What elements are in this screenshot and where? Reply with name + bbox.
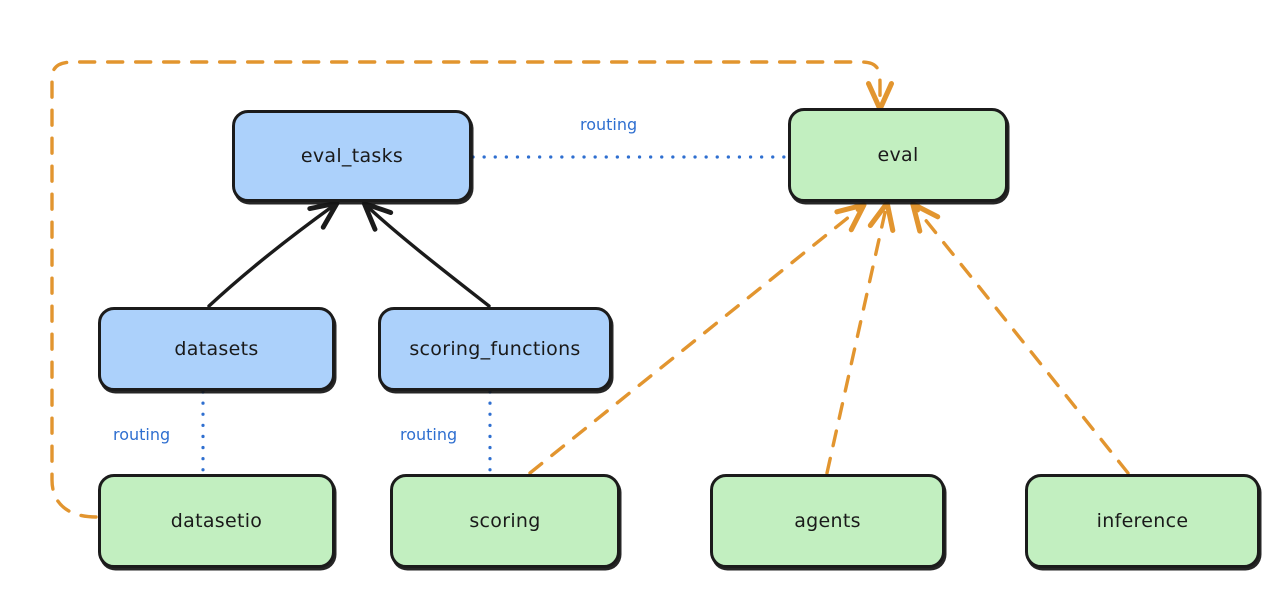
node-scoring[interactable]: scoring — [390, 474, 620, 568]
node-label-eval_tasks: eval_tasks — [300, 145, 404, 167]
node-label-datasets: datasets — [174, 338, 259, 360]
edge-scoring_functions-to-eval_tasks — [361, 201, 491, 308]
edge-label-routing-scoring: routing — [400, 425, 458, 444]
node-label-inference: inference — [1096, 510, 1189, 532]
node-label-scoring: scoring — [469, 510, 541, 532]
node-datasetio[interactable]: datasetio — [98, 474, 335, 568]
node-label-scoring_functions: scoring_functions — [409, 338, 581, 360]
edge-label-routing-datasets: routing — [113, 425, 171, 444]
node-eval_tasks[interactable]: eval_tasks — [232, 110, 472, 202]
node-datasets[interactable]: datasets — [98, 307, 335, 391]
node-eval[interactable]: eval — [788, 108, 1008, 202]
node-agents[interactable]: agents — [710, 474, 945, 568]
node-label-eval: eval — [877, 144, 919, 166]
node-inference[interactable]: inference — [1025, 474, 1260, 568]
node-scoring_functions[interactable]: scoring_functions — [378, 307, 612, 391]
edge-inference-to-eval — [910, 201, 1130, 475]
node-label-datasetio: datasetio — [170, 510, 263, 532]
edge-label-routing-eval: routing — [580, 115, 638, 134]
edge-agents-to-eval — [825, 200, 896, 475]
node-label-agents: agents — [794, 510, 861, 532]
edge-datasets-to-eval_tasks — [207, 200, 340, 308]
